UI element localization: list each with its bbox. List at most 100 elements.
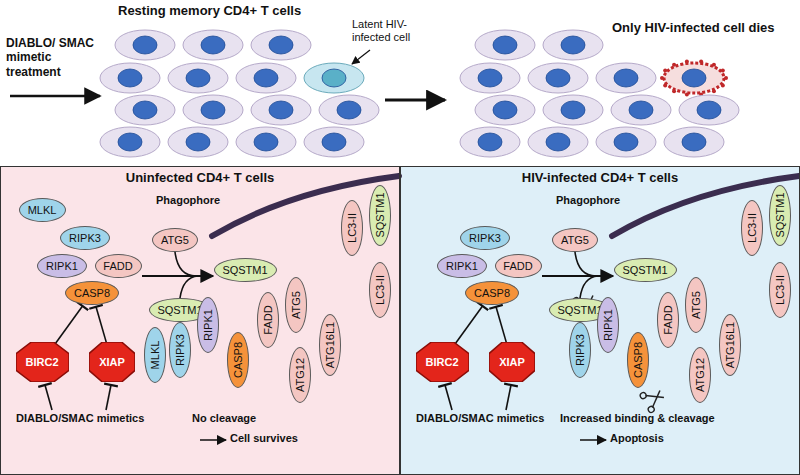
arrow xyxy=(542,275,613,277)
t-cell xyxy=(251,95,311,125)
inhibition-line xyxy=(506,385,511,410)
protein-oval: SQSTM1 xyxy=(369,185,391,246)
inhibition-connector xyxy=(496,307,506,343)
apoptotic-bleb xyxy=(672,63,676,67)
protein-name: RIPK1 xyxy=(46,260,78,273)
protein-oval: LC3-II xyxy=(369,262,391,318)
annotation-text: No cleavage xyxy=(192,412,256,425)
protein-oval: RIPK1 xyxy=(197,297,219,353)
protein-name: CASP8 xyxy=(632,342,645,378)
protein-name: RIPK3 xyxy=(469,232,501,245)
inhibition-connector xyxy=(455,306,483,344)
apoptotic-bleb xyxy=(663,69,667,73)
protein-oval: MLKL xyxy=(19,198,66,222)
protein-name: ATG5 xyxy=(561,234,589,247)
protein-name: SQSTM1 xyxy=(774,192,787,237)
protein-oval: FADD xyxy=(257,292,279,348)
cell-nucleus xyxy=(478,69,502,87)
protein-name: FADD xyxy=(262,305,275,334)
cell-nucleus xyxy=(493,36,517,54)
arrow xyxy=(580,439,606,441)
arrow xyxy=(10,95,100,98)
t-cell xyxy=(168,127,228,157)
cell-panel: HIV-infected CD4+ T cellsRIPK3RIPK1FADDA… xyxy=(400,166,800,475)
cell-nucleus xyxy=(682,133,706,151)
cell-nucleus xyxy=(269,36,293,54)
annotation-text: Increased binding & cleavage xyxy=(560,412,715,425)
cell-nucleus xyxy=(546,133,570,151)
protein-name: SQSTM1 xyxy=(622,264,667,277)
protein-name: XIAP xyxy=(99,356,125,369)
protein-oval: ATG12 xyxy=(289,347,311,403)
t-cell xyxy=(115,95,175,125)
protein-name: XIAP xyxy=(499,356,525,369)
protein-name: FADD xyxy=(103,260,132,273)
protein-oval: LC3-II xyxy=(741,200,763,256)
octagon-shape xyxy=(89,342,135,382)
protein-name: BIRC2 xyxy=(425,356,458,369)
inhibition-connector xyxy=(55,306,83,344)
protein-name: CASP8 xyxy=(474,287,510,300)
cell-nucleus xyxy=(186,133,210,151)
cell-nucleus xyxy=(322,69,346,87)
annotation-text: DIABLO/SMAC mimetics xyxy=(416,412,544,425)
apoptotic-bleb xyxy=(672,89,676,93)
cell-nucleus xyxy=(561,101,585,119)
t-cell xyxy=(236,127,296,157)
iap-octagon: XIAP xyxy=(489,342,535,382)
panel-ground xyxy=(0,166,400,475)
annotation-text: Apoptosis xyxy=(610,432,664,445)
protein-oval: FADD xyxy=(495,254,542,278)
protein-oval: ATG12 xyxy=(689,347,711,403)
t-cell xyxy=(319,95,379,125)
protein-name: LC3-II xyxy=(374,275,387,305)
t-cell xyxy=(460,63,520,93)
protein-oval: ATG5 xyxy=(685,277,707,333)
apoptotic-bleb xyxy=(660,76,664,80)
cell-nucleus xyxy=(254,133,278,151)
protein-oval: SQSTM1 xyxy=(214,258,277,282)
protein-oval: CASP8 xyxy=(627,332,649,388)
scissors-handle xyxy=(639,391,647,399)
protein-name: FADD xyxy=(503,260,532,273)
t-cell xyxy=(596,63,656,93)
arrow xyxy=(352,50,370,64)
protein-name: FADD xyxy=(662,305,675,334)
cell-nucleus xyxy=(697,101,721,119)
protein-name: ATG12 xyxy=(694,358,707,392)
protein-oval: CASP8 xyxy=(465,281,519,305)
protein-name: SQSTM1 xyxy=(557,304,602,317)
t-cell xyxy=(611,95,671,125)
cell-nucleus xyxy=(201,101,225,119)
inhibition-connector xyxy=(96,307,106,343)
protein-oval: SQSTM1 xyxy=(769,185,791,246)
protein-oval: RIPK1 xyxy=(437,254,487,278)
protein-oval: RIPK3 xyxy=(169,322,191,378)
octagon-shape xyxy=(489,342,535,382)
protein-name: SQSTM1 xyxy=(374,192,387,237)
t-cell xyxy=(679,95,739,125)
panel-ground xyxy=(400,166,800,475)
t-cell xyxy=(100,127,160,157)
t-cell xyxy=(183,30,243,60)
t-cell xyxy=(115,30,175,60)
protein-oval: CASP8 xyxy=(227,332,249,388)
cell-panel: Uninfected CD4+ T cellsMLKLRIPK3RIPK1FAD… xyxy=(0,166,400,475)
protein-oval: LC3-II xyxy=(769,262,791,318)
t-cell xyxy=(528,63,588,93)
t-cell xyxy=(475,30,535,60)
t-cell xyxy=(543,30,603,60)
annotation-text: Phagophore xyxy=(556,194,620,207)
protein-name: ATG5 xyxy=(690,291,703,319)
t-cell xyxy=(460,127,520,157)
protein-name: LC3-II xyxy=(746,213,759,243)
protein-name: ATG16L1 xyxy=(724,322,737,368)
cell-nucleus xyxy=(546,69,570,87)
protein-oval: RIPK3 xyxy=(60,226,110,250)
inhibition-line xyxy=(445,385,452,410)
protein-name: MLKL xyxy=(28,204,57,217)
arrow xyxy=(385,99,445,102)
merge-line xyxy=(580,276,598,298)
